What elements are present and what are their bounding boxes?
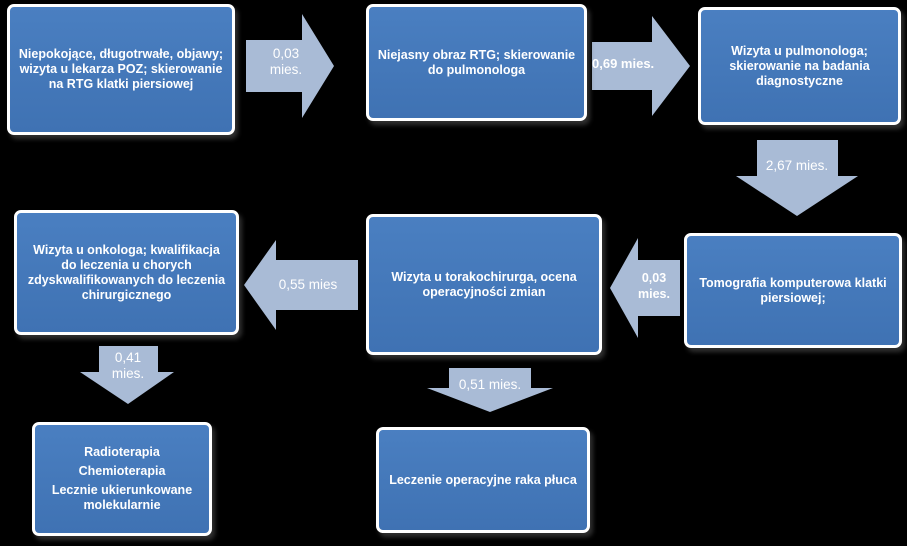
treatment-targeted: Lecznie ukierunkowane molekularnie [51,483,193,512]
arrow-6-down [80,346,174,404]
step-box-oncologist: Wizyta u onkologa; kwalifikacja do lecze… [14,210,239,335]
treatment-radiotherapy: Radioterapia [84,445,160,459]
step-text: Wizyta u pulmonologa; skierowanie na bad… [729,43,870,88]
arrow-7-down [427,368,553,412]
arrow-4-left [610,238,680,338]
step-box-symptoms-poz: Niepokojące, długotrwałe, objawy; wizyta… [7,4,235,135]
step-text: Tomografia komputerowa klatki piersiowej… [699,275,887,305]
arrow-7-label: 0,51 mies. [458,377,522,392]
arrow-2-label: 0,69 mies. [592,56,655,71]
step-text: Niejasny obraz RTG; skierowanie do pulmo… [377,47,576,77]
arrow-2-right [592,16,690,116]
step-text: Wizyta u onkologa; kwalifikacja do lecze… [27,242,226,302]
treatment-chemotherapy: Chemioterapia [78,464,166,478]
arrow-3-label: 2,67 mies. [765,158,829,173]
step-box-surgery: Leczenie operacyjne raka płuca [376,427,590,533]
step-box-treatments: Radioterapia Chemioterapia Lecznie ukier… [32,422,212,536]
step-text: Wizyta u torakochirurga, ocena operacyjn… [391,269,577,299]
step-text: Niepokojące, długotrwałe, objawy; wizyta… [18,47,224,91]
arrow-1-right [246,14,334,118]
arrow-3-down [736,140,858,216]
step-box-ct-scan: Tomografia komputerowa klatki piersiowej… [684,233,902,348]
arrow-5-left [244,240,358,330]
step-box-thoracic-surgeon: Wizyta u torakochirurga, ocena operacyjn… [366,214,602,355]
step-box-pulmonologist: Wizyta u pulmonologa; skierowanie na bad… [698,7,901,125]
arrow-6-label: 0,41 mies. [111,350,145,381]
arrow-1-label: 0,03 mies. [269,46,303,77]
arrow-5-label: 0,55 mies [278,277,338,292]
step-box-unclear-xray: Niejasny obraz RTG; skierowanie do pulmo… [366,4,587,121]
step-text: Leczenie operacyjne raka płuca [389,472,577,487]
arrow-4-label: 0,03 mies. [638,271,670,301]
